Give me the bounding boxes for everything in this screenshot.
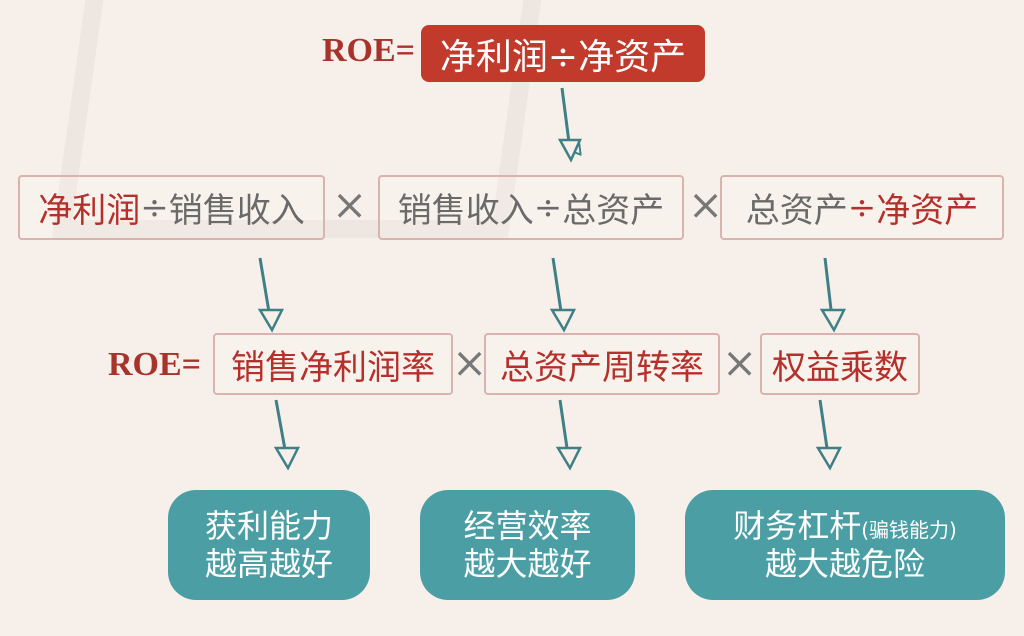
arrowhead-icon (257, 308, 285, 333)
leverage-box: 财务杠杆(骗钱能力) 越大越危险 (685, 490, 1005, 600)
profitability-box: 获利能力 越高越好 (168, 490, 370, 600)
arrow (258, 257, 272, 319)
arrowhead-icon (549, 308, 577, 333)
note: (骗钱能力) (861, 517, 957, 542)
label: 经营效率 (463, 506, 592, 545)
arrow (551, 257, 564, 319)
term: 总资产 (562, 191, 665, 231)
operator: ÷ (847, 187, 877, 228)
arrow (823, 257, 834, 319)
net-margin-formula-box: 净利润÷销售收入 (18, 175, 325, 240)
roe-label-top: ROE= (322, 32, 416, 69)
arrowhead-icon (557, 138, 582, 163)
net-profit-margin-box: 销售净利润率 (213, 333, 453, 395)
arrow (558, 399, 570, 456)
label: 财务杠杆 (733, 506, 862, 545)
label: 获利能力 (204, 506, 333, 545)
efficiency-box: 经营效率 越大越好 (420, 490, 635, 600)
equity-multiplier-box: 权益乘数 (760, 333, 920, 395)
label: 越大越危险 (764, 545, 925, 583)
arrow (818, 399, 830, 456)
term: 净利润 (38, 191, 141, 231)
roe-formula-box: 净利润÷净资产 (421, 25, 705, 82)
arrow (274, 399, 288, 456)
arrowhead-icon (273, 446, 301, 471)
asset-turnover-box: 总资产周转率 (484, 333, 720, 395)
multiply-sign: × (452, 338, 488, 387)
asset-turnover-formula-box: 销售收入÷总资产 (378, 175, 684, 240)
arrowhead-icon (815, 446, 843, 471)
label: 越高越好 (204, 545, 333, 583)
term: 销售收入 (168, 191, 305, 231)
term: 销售收入 (397, 191, 534, 231)
operator: ÷ (533, 187, 563, 228)
roe-label-middle: ROE= (108, 346, 202, 383)
arrowhead-icon (555, 446, 583, 471)
arrowhead-icon (819, 308, 847, 333)
multiply-sign: × (688, 180, 724, 229)
label: 越大越好 (463, 545, 592, 583)
equity-multiplier-formula-box: 总资产 ÷净资产 (720, 175, 1004, 240)
operator: ÷ (140, 187, 169, 228)
term: 总资产 (745, 191, 848, 231)
multiply-sign: × (332, 180, 368, 229)
multiply-sign: × (722, 338, 758, 387)
term: 净资产 (876, 191, 979, 231)
